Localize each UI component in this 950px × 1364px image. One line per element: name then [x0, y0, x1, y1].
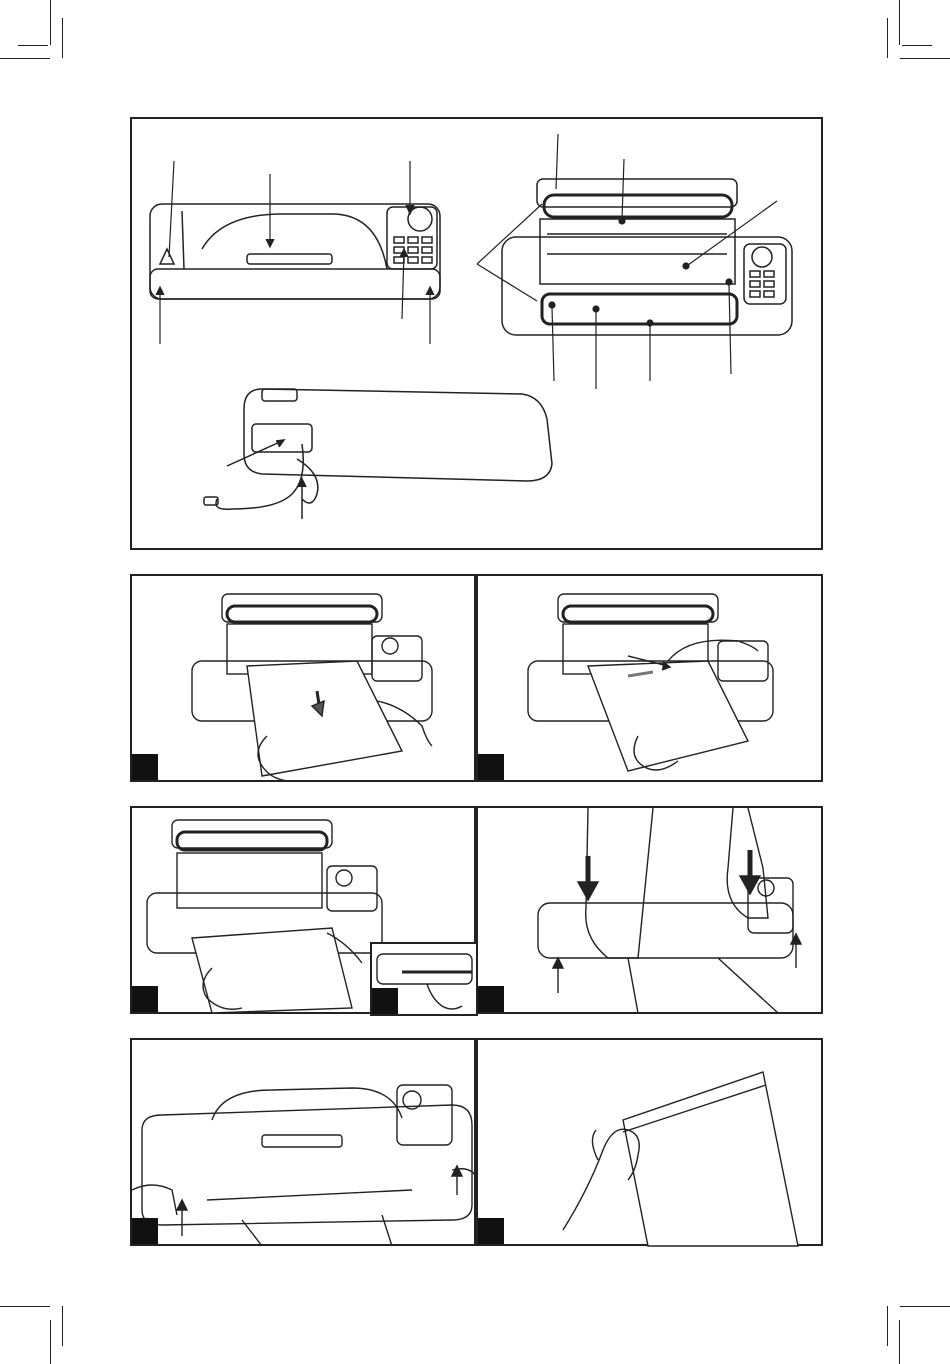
step-1-panel: [130, 574, 476, 782]
appliance-open-view: [502, 179, 792, 335]
open-view-callouts: [477, 134, 777, 389]
step-4-illustration: [478, 808, 825, 1016]
step-4-marker: [478, 986, 504, 1012]
step-2-illustration: [478, 576, 825, 784]
step-1-marker: [132, 754, 158, 780]
appliance-front-view: [150, 204, 440, 299]
step-3-inset: [370, 942, 478, 1016]
step-3-panel: [130, 806, 476, 1014]
step-6-marker: [478, 1218, 504, 1244]
step-3-marker: [132, 986, 158, 1012]
step-1-illustration: [132, 576, 478, 784]
step-3-inset-marker: [372, 988, 398, 1014]
overview-panel: [130, 117, 823, 550]
step-6-panel: [476, 1038, 823, 1246]
step-5-marker: [132, 1218, 158, 1244]
appliance-back-view: [204, 389, 552, 519]
step-6-illustration: [478, 1040, 825, 1248]
overview-illustration: [132, 119, 825, 552]
step-2-panel: [476, 574, 823, 782]
step-5-panel: [130, 1038, 476, 1246]
step-2-marker: [478, 754, 504, 780]
step-5-illustration: [132, 1040, 478, 1248]
step-4-panel: [476, 806, 823, 1014]
front-view-callouts: [156, 161, 434, 344]
